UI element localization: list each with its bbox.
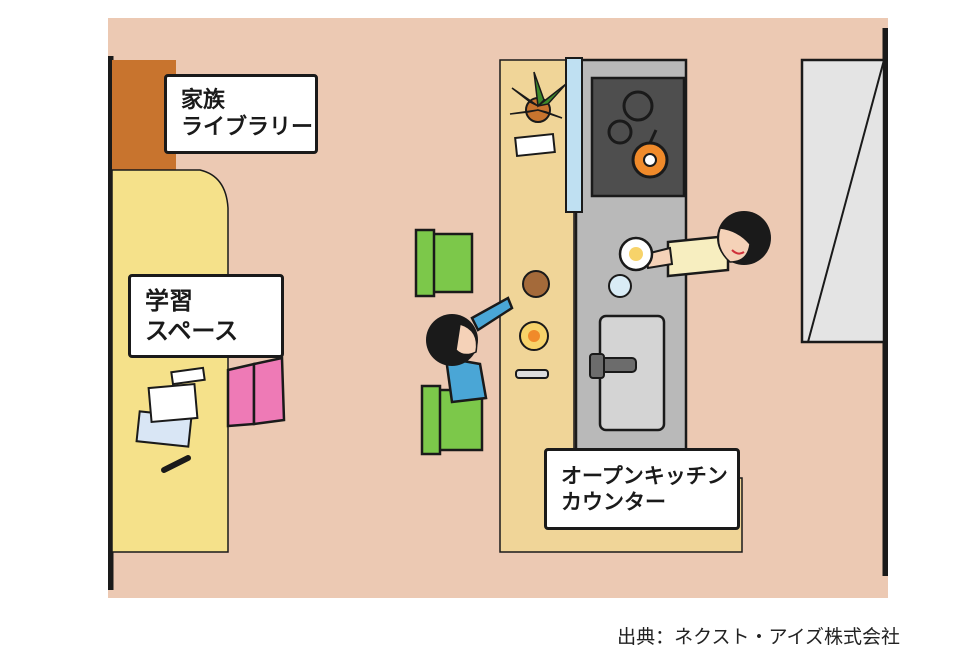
faucet-icon [589, 353, 637, 379]
napkin [514, 132, 556, 158]
window-diagonal [807, 59, 885, 343]
child-figure [426, 296, 514, 404]
burner [622, 90, 654, 122]
bowl-food [528, 330, 540, 342]
chair-top [414, 228, 474, 298]
papers [135, 366, 206, 448]
label-family-library-line2: ライブラリー [181, 115, 314, 140]
plant-icon [509, 71, 567, 123]
stove [590, 76, 686, 198]
cup [522, 270, 550, 298]
plate-food [629, 247, 643, 261]
label-family-library: 家族 ライブラリー [164, 74, 318, 154]
burner [607, 119, 633, 145]
book-icon [226, 356, 286, 428]
label-open-kitchen-counter-line1: オープンキッチン [561, 463, 728, 488]
label-study-space-line1: 学習 [145, 287, 193, 315]
dish [608, 274, 632, 298]
floor-plan-illustration: 家族 ライブラリー 学習 スペース オープンキッチン カウンター [108, 18, 888, 598]
mother-figure [644, 211, 771, 278]
label-open-kitchen-counter-line2: カウンター [561, 490, 666, 514]
counter-edge-strip [565, 57, 583, 213]
pot-icon [631, 129, 669, 179]
pencil-icon [161, 455, 191, 473]
label-family-library-line1: 家族 [181, 87, 226, 113]
label-open-kitchen-counter: オープンキッチン カウンター [544, 448, 740, 530]
label-study-space-line2: スペース [145, 317, 239, 345]
label-study-space: 学習 スペース [128, 274, 284, 358]
floor-plan-drawing [108, 18, 888, 598]
source-credit: 出典：ネクスト・アイズ株式会社 [617, 626, 900, 648]
utensil [515, 369, 549, 379]
study-desk [111, 169, 229, 553]
